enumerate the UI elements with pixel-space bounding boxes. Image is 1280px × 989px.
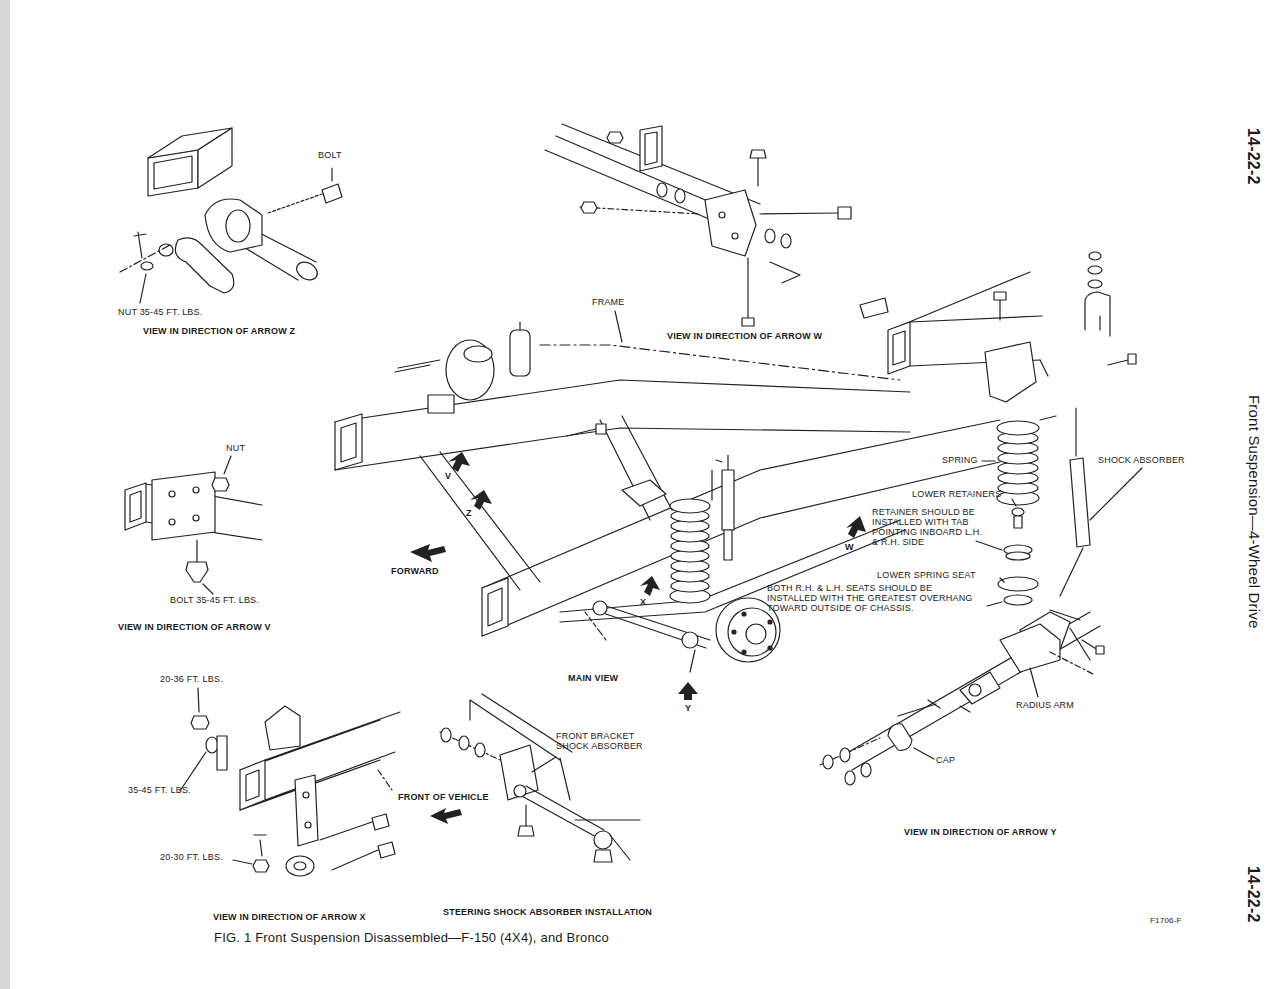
inset-z (120, 128, 342, 303)
part-label: 35-45 FT. LBS. (128, 785, 191, 795)
figure-caption: FIG. 1 Front Suspension Disassembled—F-1… (214, 931, 609, 946)
steering-shock (440, 694, 640, 862)
page-header: Front Suspension—4-Wheel Drive (1245, 395, 1262, 629)
view-heading: FRONT OF VEHICLE (398, 792, 489, 802)
part-label: CAP (936, 755, 955, 765)
part-label: LOWER RETAINERS (912, 489, 1001, 499)
part-label: BOLT (318, 150, 342, 160)
part-label: NUT 35-45 FT. LBS. (118, 307, 202, 317)
view-heading: V (445, 471, 451, 481)
part-label: FRAME (592, 297, 625, 307)
view-heading: MAIN VIEW (568, 673, 618, 683)
view-heading: X (640, 597, 646, 607)
part-label: SHOCK ABSORBER (1098, 455, 1185, 465)
view-heading: VIEW IN DIRECTION OF ARROW W (667, 331, 822, 341)
part-label: RADIUS ARM (1016, 700, 1074, 710)
part-label: BOLT 35-45 FT. LBS. (170, 595, 259, 605)
part-label: F1706-F (1150, 917, 1182, 926)
part-label: BOTH R.H. & L.H. SEATS SHOULD BE INSTALL… (767, 583, 982, 613)
view-heading: VIEW IN DIRECTION OF ARROW Z (143, 326, 295, 336)
view-heading: VIEW IN DIRECTION OF ARROW Y (904, 827, 1057, 837)
page-header: 14-22-2 (1244, 866, 1262, 923)
inset-v (125, 456, 262, 594)
part-label: LOWER SPRING SEAT (877, 570, 976, 580)
view-heading: VIEW IN DIRECTION OF ARROW X (213, 912, 366, 922)
view-heading: STEERING SHOCK ABSORBER INSTALLATION (443, 907, 652, 917)
view-heading: Y (685, 703, 691, 713)
main-view (335, 311, 1000, 700)
inset-x (180, 688, 462, 876)
part-label: RETAINER SHOULD BE INSTALLED WITH TAB PO… (872, 507, 990, 547)
view-heading: Z (466, 508, 472, 518)
part-label: NUT (226, 443, 245, 453)
scan-edge (0, 0, 10, 989)
inset-w (545, 124, 851, 326)
part-label: 20-36 FT. LBS. (160, 674, 223, 684)
view-heading: VIEW IN DIRECTION OF ARROW V (118, 622, 271, 632)
part-label: 20-30 FT. LBS. (160, 852, 223, 862)
part-label: SPRING (942, 455, 978, 465)
view-heading: FORWARD (391, 566, 439, 576)
part-label: FRONT BRACKET SHOCK ABSORBER (556, 731, 656, 751)
exploded-view (820, 252, 1142, 785)
view-heading: W (845, 542, 854, 552)
page-header: 14-22-2 (1244, 128, 1262, 185)
